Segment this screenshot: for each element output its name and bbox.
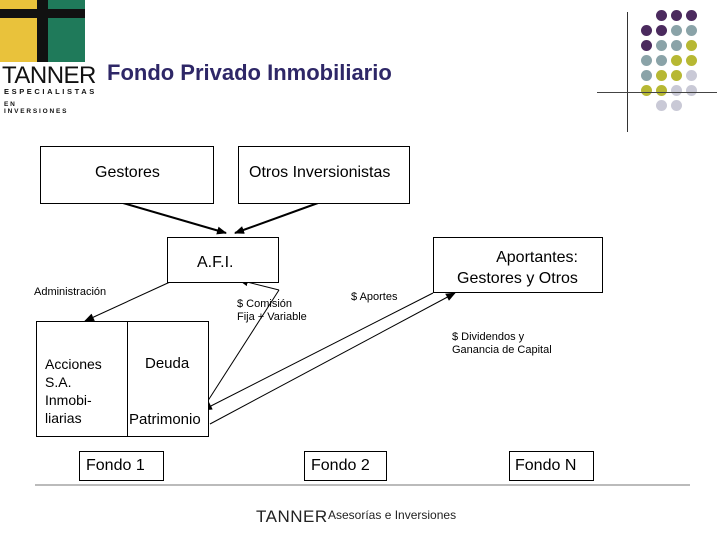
footer-brand: TANNER <box>256 507 328 526</box>
decor-dot <box>686 40 697 51</box>
fondo-2-box <box>304 451 387 481</box>
afi-box <box>167 237 279 283</box>
decor-dot <box>671 70 682 81</box>
gestores-box <box>40 146 214 204</box>
fondo-n-box <box>509 451 594 481</box>
decor-dot <box>641 40 652 51</box>
decor-dot <box>671 100 682 111</box>
fondo-n-label: Fondo N <box>515 457 577 474</box>
decor-horizontal-line <box>597 92 717 93</box>
decor-vertical-line <box>627 12 628 132</box>
logo-subtitle-2: EN INVERSIONES <box>4 101 69 115</box>
decor-dot <box>656 25 667 36</box>
decorative-dot-grid <box>641 10 711 120</box>
decor-dot <box>656 40 667 51</box>
acciones-box <box>36 321 128 437</box>
page-title: Fondo Privado Inmobiliario <box>107 60 392 85</box>
logo-subtitle-1: ESPECIALISTAS <box>4 87 97 96</box>
decor-dot <box>671 55 682 66</box>
decor-dot <box>656 10 667 21</box>
decor-dot <box>656 100 667 111</box>
decor-dot <box>641 70 652 81</box>
dividendos-label: $ Dividendos y Ganancia de Capital <box>452 331 552 356</box>
decor-dot <box>671 25 682 36</box>
gestores-label: Gestores <box>95 164 160 181</box>
decor-dot <box>686 70 697 81</box>
decor-dot <box>686 10 697 21</box>
afi-label: A.F.I. <box>197 254 234 271</box>
arrow-gestores-afi <box>122 202 227 235</box>
decor-dot <box>671 40 682 51</box>
logo-top-bar <box>0 9 85 18</box>
comision-label: $ Comisión Fija + Variable <box>237 298 307 323</box>
decor-dot <box>656 70 667 81</box>
deuda-label: Deuda <box>145 355 190 372</box>
decor-dot <box>641 85 652 96</box>
decor-dot <box>656 55 667 66</box>
footer-text: Asesorías e Inversiones <box>328 508 457 522</box>
decor-dot <box>641 25 652 36</box>
decor-dot <box>671 10 682 21</box>
decor-dot <box>671 85 682 96</box>
administracion-label: Administración <box>34 286 107 298</box>
arrow-aportantes-fondo <box>202 292 434 411</box>
logo-dark-bar <box>37 0 48 62</box>
decor-dot <box>686 85 697 96</box>
logo-word: TANNER <box>2 62 96 89</box>
fondo-2-label: Fondo 2 <box>311 457 370 474</box>
aportantes-box <box>433 237 603 293</box>
line-comision-fondo <box>201 289 280 411</box>
arrow-otros-afi <box>234 202 319 234</box>
patrimonio-label: Patrimonio <box>129 411 201 428</box>
arrow-fondo-aportantes <box>209 292 456 425</box>
fondo-1-box <box>79 451 164 481</box>
decor-dot <box>656 85 667 96</box>
decor-dot <box>686 55 697 66</box>
decor-dot <box>686 25 697 36</box>
arrow-afi-acciones <box>84 281 171 322</box>
otros-inversionistas-box <box>238 146 410 204</box>
decor-dot <box>641 55 652 66</box>
aportantes-label: Aportantes: Gestores y Otros <box>457 249 578 287</box>
acciones-label: Acciones S.A. Inmobi- liarias <box>45 356 102 426</box>
aportes-label: $ Aportes <box>351 291 398 303</box>
fondo-1-label: Fondo 1 <box>86 457 145 474</box>
otros-inversionistas-label: Otros Inversionistas <box>249 164 391 181</box>
